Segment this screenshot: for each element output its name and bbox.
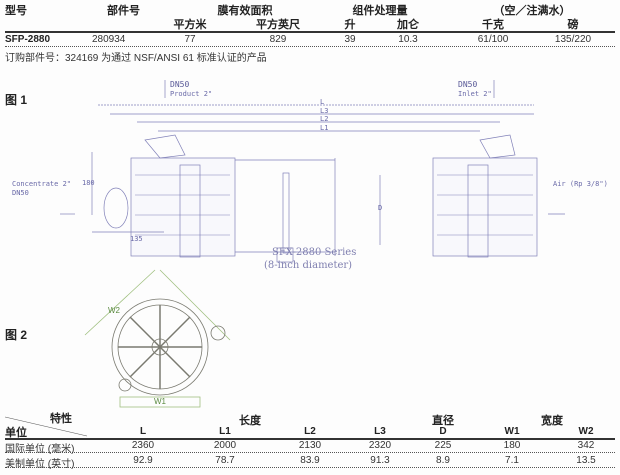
- dim-L3: L3: [320, 107, 328, 115]
- table-cell: 78.7: [215, 455, 235, 466]
- caption-diameter: (8-inch diameter): [264, 260, 352, 271]
- column-header: L: [139, 426, 147, 437]
- table-cell: 225: [434, 440, 452, 451]
- concentrate-dn: DN50: [12, 189, 29, 197]
- divider: [5, 31, 615, 33]
- table-cell: 180: [503, 440, 521, 451]
- figure2-drawing: W2 W1: [84, 269, 231, 408]
- header-membrane-area: 膜有效面积: [217, 5, 273, 17]
- concentrate-label: Concentrate 2": [12, 180, 71, 188]
- row-unit-metric: 国际单位 (毫米): [5, 444, 75, 455]
- header-liters: 升: [344, 19, 356, 31]
- inlet-label: Inlet 2": [458, 90, 492, 98]
- table-cell: 2320: [368, 440, 392, 451]
- row-sq-ft: 829: [269, 34, 287, 45]
- table-cell: 342: [577, 440, 595, 451]
- dim-180: 180: [82, 179, 95, 187]
- product-label: Product 2": [170, 90, 212, 98]
- table-cell: 7.1: [505, 455, 519, 466]
- row-model: SFP-2880: [5, 34, 51, 45]
- header-kg: 千克: [482, 19, 504, 31]
- table-cell: 2360: [131, 440, 155, 451]
- divider: [5, 438, 615, 440]
- corner-diagonal: [5, 416, 88, 437]
- dim-D: D: [378, 204, 382, 212]
- header-sq-m: 平方米: [173, 19, 207, 31]
- header-part: 部件号: [107, 5, 140, 17]
- table-cell: 91.3: [370, 455, 390, 466]
- table-cell: 2130: [298, 440, 322, 451]
- column-header: W2: [578, 426, 594, 437]
- column-header: L2: [304, 426, 316, 437]
- row-sq-m: 77: [184, 34, 196, 45]
- table-cell: 13.5: [576, 455, 596, 466]
- group-length: 长度: [239, 415, 261, 427]
- dim-L2: L2: [320, 115, 328, 123]
- table-cell: 2000: [213, 440, 237, 451]
- caption-series: SFX-2880 Series: [272, 247, 356, 258]
- column-header: L1: [219, 426, 231, 437]
- row-gallons: 10.3: [398, 34, 418, 45]
- dim-135: 135: [130, 235, 143, 243]
- row-part: 280934: [92, 34, 126, 45]
- divider: [5, 46, 615, 47]
- table-cell: 8.9: [436, 455, 450, 466]
- header-gallons: 加仑: [397, 19, 419, 31]
- dim-W1: W1: [154, 397, 167, 406]
- column-header: D: [439, 426, 447, 437]
- figure1-drawing: DN50 Product 2" DN50 Inlet 2" L L3 L2 L1…: [12, 80, 608, 271]
- header-sq-ft: 平方英尺: [256, 19, 300, 31]
- dim-L: L: [320, 98, 324, 106]
- group-diameter: 直径: [432, 415, 454, 427]
- dim-L1: L1: [320, 124, 328, 132]
- figure1-label: 图 1: [5, 93, 28, 107]
- table-cell: 92.9: [133, 455, 153, 466]
- corner-bottom: 单位: [5, 427, 27, 439]
- order-note: 订购部件号：324169 为通过 NSF/ANSI 61 标准认证的产品: [5, 53, 267, 64]
- row-liters: 39: [344, 34, 356, 45]
- dim-W2: W2: [108, 306, 121, 315]
- column-header: L3: [374, 426, 386, 437]
- table-cell: 83.9: [300, 455, 320, 466]
- divider: [5, 467, 615, 468]
- group-width: 宽度: [541, 415, 563, 427]
- air-label: Air (Rp 3/8"): [553, 180, 608, 188]
- header-flow: 组件处理量: [352, 5, 408, 17]
- column-header: W1: [504, 426, 520, 437]
- row-kg: 61/100: [477, 34, 509, 45]
- corner-top: 特性: [50, 413, 72, 425]
- row-lb: 135/220: [554, 34, 592, 45]
- header-weight: （空／注满水）: [493, 5, 571, 17]
- inlet-dn: DN50: [458, 80, 477, 89]
- row-unit-us: 美制单位 (英寸): [5, 459, 75, 470]
- header-model: 型号: [5, 5, 27, 17]
- figure2-label: 图 2: [5, 328, 28, 342]
- header-lb: 磅: [567, 19, 579, 31]
- product-dn: DN50: [170, 80, 189, 89]
- divider: [5, 452, 615, 453]
